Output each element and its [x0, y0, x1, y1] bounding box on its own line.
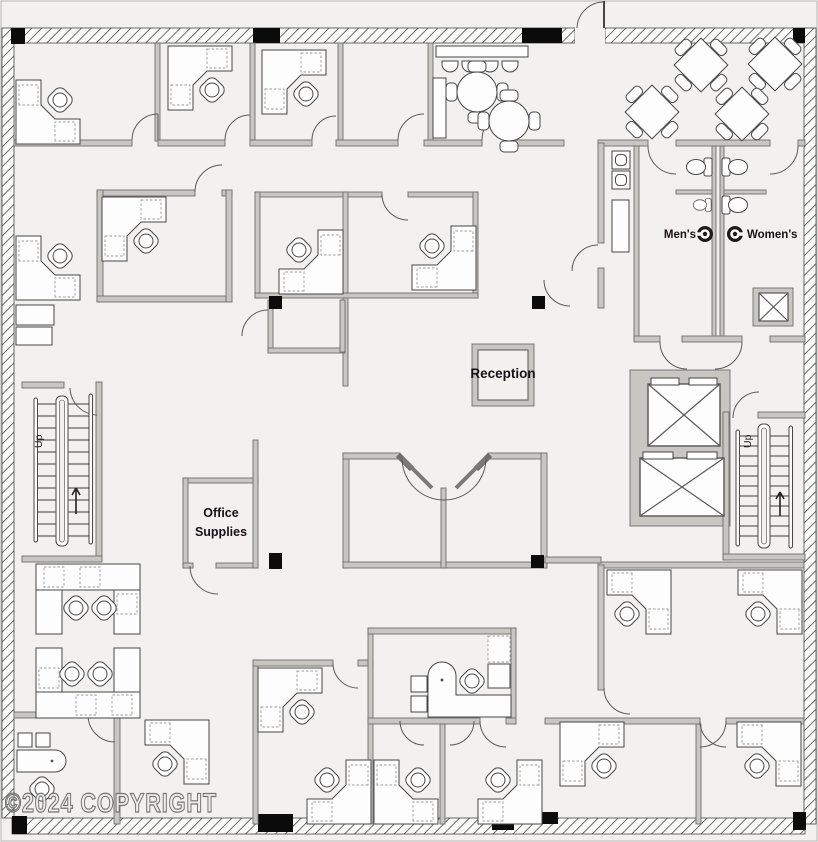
- toilet: [686, 157, 713, 177]
- column-block: [11, 28, 25, 44]
- elevator-shaft: [647, 377, 721, 447]
- exterior-door-gap: [575, 27, 605, 44]
- sink: [611, 150, 631, 170]
- fixtures: [33, 150, 793, 549]
- reception-label: Reception: [470, 366, 535, 381]
- up-arrow: [775, 491, 785, 516]
- column-block: [269, 553, 282, 569]
- stairs-left: [33, 393, 93, 547]
- toilet: [721, 195, 748, 215]
- rounded-desk-office: [16, 732, 67, 805]
- elevator-shaft: [639, 451, 725, 517]
- p-desk-office: [410, 635, 512, 718]
- urinal: [692, 198, 712, 212]
- stool: [441, 60, 459, 73]
- locker: [611, 199, 630, 253]
- up-label-left: Up: [33, 434, 45, 448]
- column-block: [793, 812, 806, 830]
- column-block: [12, 816, 27, 834]
- mens-label: Men's: [664, 229, 696, 241]
- toilet: [721, 157, 748, 177]
- small-shaft: [758, 292, 789, 322]
- column-block: [531, 555, 544, 568]
- office-supplies-label-line1: Office: [203, 506, 238, 520]
- sink: [611, 170, 631, 190]
- womens-label: Women's: [747, 229, 797, 241]
- stool: [501, 60, 519, 73]
- furniture: [16, 21, 818, 824]
- copyright-watermark: ©2024 COPYRIGHT: [5, 788, 217, 818]
- cabinet: [432, 77, 447, 139]
- office-supplies-label-line2: Supplies: [195, 525, 247, 539]
- column-block: [253, 28, 280, 43]
- labels: Reception Office Supplies Men's Women's …: [33, 229, 797, 539]
- stairs-right: [735, 423, 793, 549]
- column-block: [532, 296, 545, 309]
- counter: [435, 45, 529, 58]
- up-arrow: [71, 487, 81, 514]
- column-block: [540, 812, 558, 824]
- p-desk: [427, 661, 512, 718]
- up-label-right: Up: [742, 434, 754, 448]
- exterior-door-arc: [576, 1, 605, 29]
- doors: [69, 109, 799, 748]
- reception-box: [471, 343, 535, 407]
- column-block: [522, 28, 562, 43]
- rounded-desk: [16, 749, 67, 773]
- column-block: [258, 814, 293, 832]
- column-block: [793, 28, 805, 43]
- column-block: [269, 296, 282, 309]
